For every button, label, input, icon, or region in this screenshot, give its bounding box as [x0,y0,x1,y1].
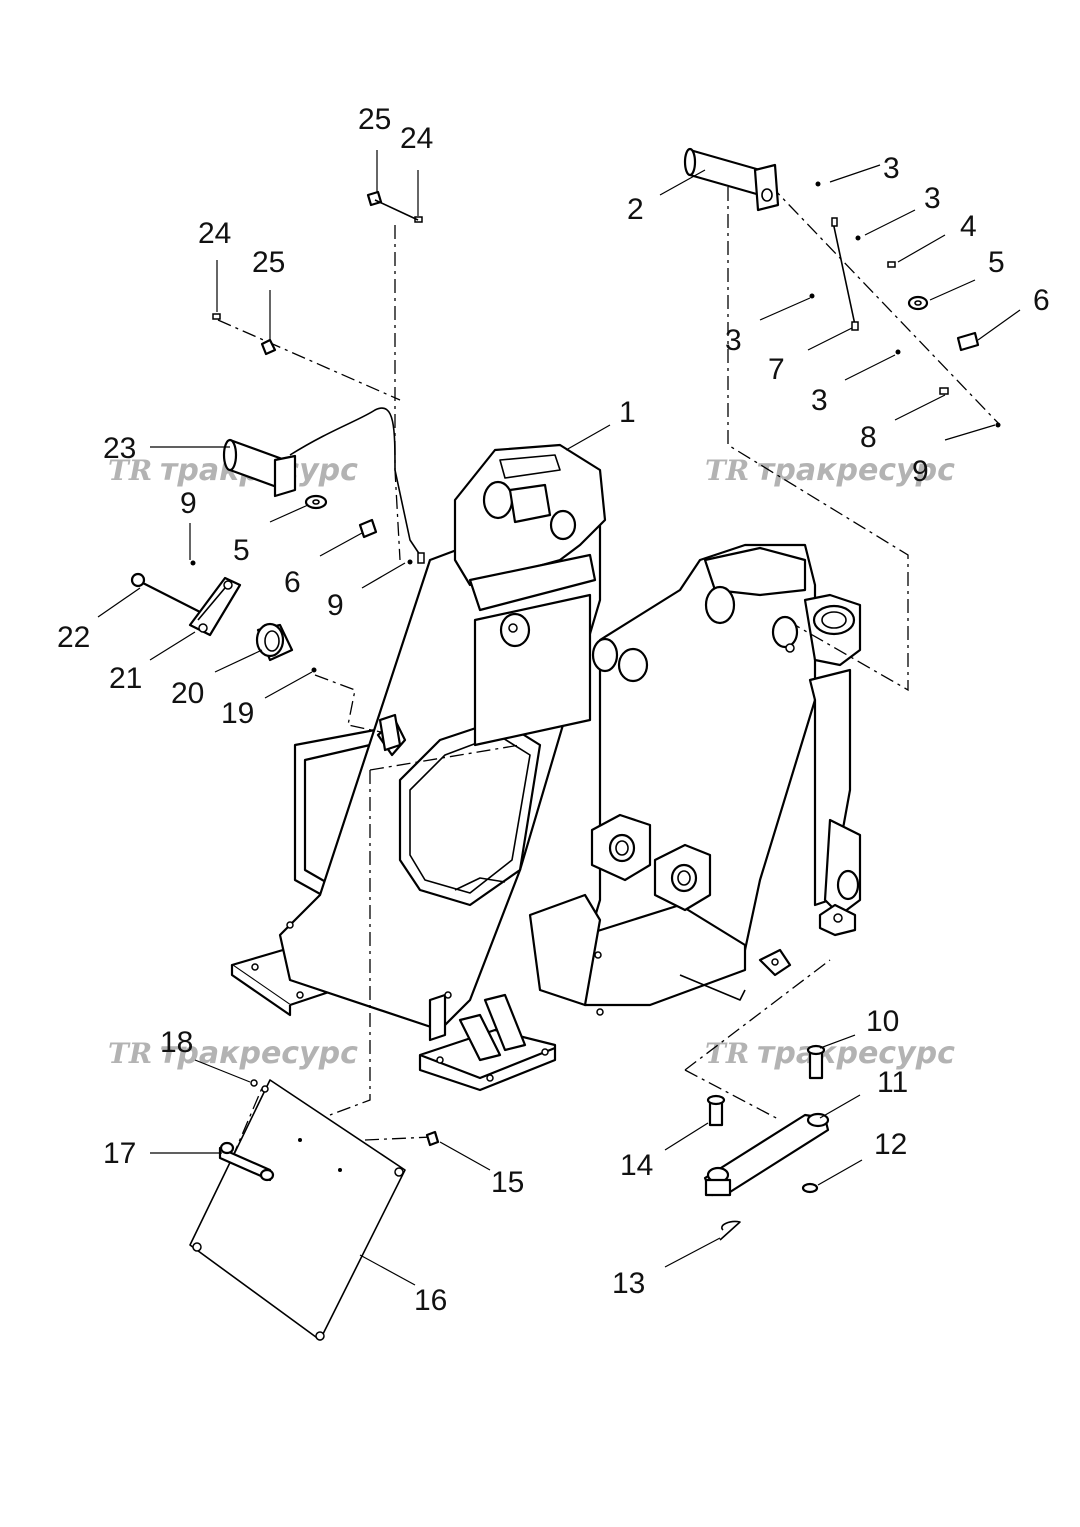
callout-5b: 5 [233,534,250,567]
callout-18: 18 [160,1026,193,1059]
callout-24b: 24 [198,217,231,250]
callout-6b: 6 [284,566,301,599]
callout-1: 1 [619,396,636,429]
callout-3b: 3 [924,182,941,215]
clamp-assembly [130,560,402,752]
callout-6a: 6 [1033,284,1050,317]
watermark-text: тракресурс [160,1036,358,1071]
callout-21: 21 [109,662,142,695]
callout-12: 12 [874,1128,907,1161]
callout-5a: 5 [988,246,1005,279]
callout-9b: 9 [180,487,197,520]
callout-4: 4 [960,210,977,243]
callout-8: 8 [860,421,877,454]
callout-7: 7 [768,353,785,386]
callout-2: 2 [627,193,644,226]
watermark-logo: TR [705,454,749,487]
callout-3a: 3 [883,152,900,185]
callout-23: 23 [103,432,136,465]
watermark-logo: TR [108,454,152,487]
watermark-logo: TR [705,1037,749,1070]
callout-labels: 1 2 3 3 4 5 6 3 7 3 8 9 25 24 24 25 23 9… [57,103,1050,1317]
callout-17: 17 [103,1137,136,1170]
callout-13: 13 [612,1267,645,1300]
callout-3d: 3 [811,384,828,417]
callout-25b: 25 [252,246,285,279]
callout-15: 15 [491,1166,524,1199]
watermark-text: тракресурс [757,1036,955,1071]
callout-22: 22 [57,621,90,654]
leader-lines [97,150,1021,1286]
callout-24a: 24 [400,122,433,155]
callout-20: 20 [171,677,204,710]
watermark-logo: TR [108,1037,152,1070]
callout-10: 10 [866,1005,899,1038]
callout-25a: 25 [358,103,391,136]
callout-3c: 3 [725,324,742,357]
link-assembly [703,1044,830,1241]
callout-14: 14 [620,1149,653,1182]
watermark-bottom-left: TR тракресурс [108,1036,358,1071]
cover-plate [189,1079,440,1341]
callout-11: 11 [877,1066,908,1099]
pin-assembly-right [683,147,1001,428]
main-frame [230,443,862,1092]
pin-assembly-left [212,190,425,565]
callout-9c: 9 [327,589,344,622]
callout-9a: 9 [912,455,929,488]
callout-16: 16 [414,1284,447,1317]
callout-19: 19 [221,697,254,730]
watermark-bottom-right: TR тракресурс [705,1036,955,1071]
